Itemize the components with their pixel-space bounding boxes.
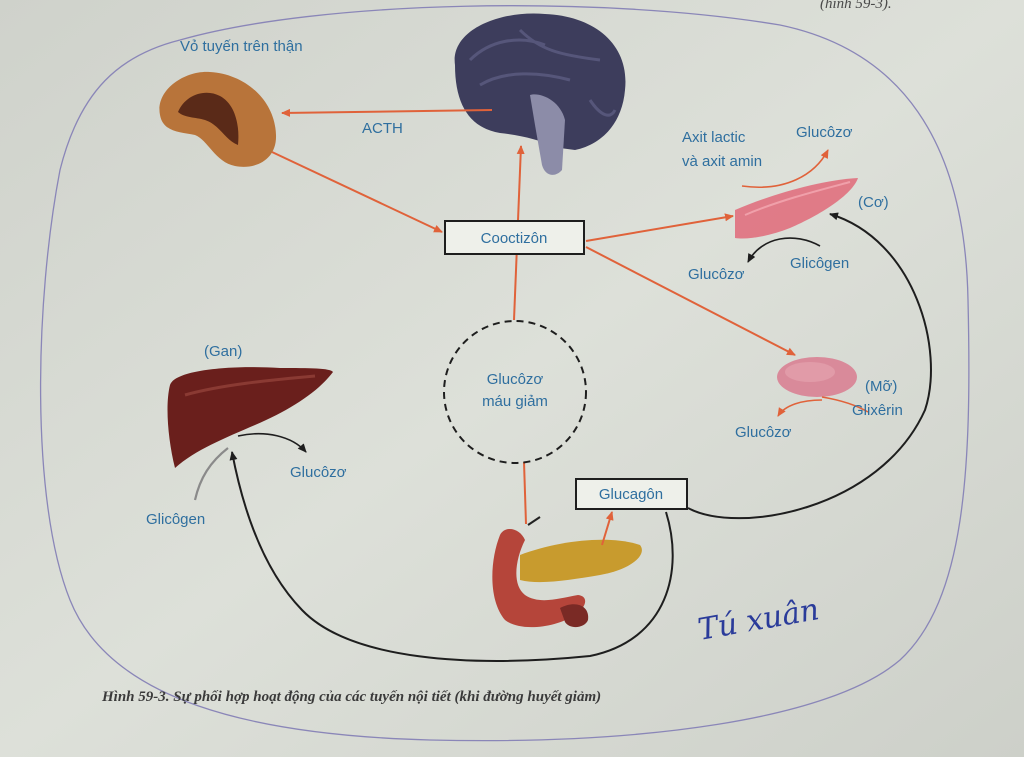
arrow-muscle-glucose-top <box>741 149 829 188</box>
lactic-amino-line-2: và axit amin <box>682 153 762 170</box>
brain-icon <box>454 13 626 175</box>
muscle-icon <box>735 178 858 239</box>
figure-caption: Hình 59-3. Sự phối hợp hoạt động của các… <box>101 689 601 705</box>
adrenal-gland-icon <box>159 71 277 167</box>
muscle-glucose-top-label: Glucôzơ <box>796 124 853 141</box>
fat-label: (Mỡ) <box>865 378 897 395</box>
muscle-label: (Cơ) <box>858 194 889 211</box>
arrow-glucagon-to-liver <box>229 451 674 662</box>
cortisol-label: Cooctizôn <box>481 230 548 247</box>
arrow-glucagon-to-muscle <box>687 212 932 520</box>
glucagon-label: Glucagôn <box>599 486 663 503</box>
arrow-pancreas-to-glucagon <box>601 511 614 546</box>
liver-label: (Gan) <box>204 343 242 360</box>
blood-glucose-low-line-1: Glucôzơ <box>487 371 544 388</box>
arrow-cortisol-to-fat <box>585 246 796 356</box>
arrow-fat-glixerin <box>821 396 869 413</box>
fat-glucose-label: Glucôzơ <box>735 424 792 441</box>
muscle-glycogen-label: Glicôgen <box>790 255 849 272</box>
arrow-muscle-glycogen-to-glucose <box>747 237 821 263</box>
cortisol-box <box>444 220 585 255</box>
arrow-fat-glucose <box>777 399 823 417</box>
glycerin-label: Glixêrin <box>852 402 903 419</box>
liver-glycogen-label: Glicôgen <box>146 511 205 528</box>
adrenal-cortex-label: Vỏ tuyến trên thận <box>180 38 303 55</box>
liver-icon <box>167 367 333 468</box>
fat-tissue-icon <box>777 357 857 397</box>
arrow-cortisol-to-muscle <box>585 213 734 242</box>
glucagon-box <box>575 478 688 510</box>
muscle-glucose-bottom-label: Glucôzơ <box>688 266 745 283</box>
blood-glucose-low-circle <box>443 320 587 464</box>
liver-glucose-label: Glucôzơ <box>290 464 347 481</box>
blood-glucose-low-line-2: máu giảm <box>482 393 548 410</box>
top-text-fragment: (hình 59-3). <box>820 0 892 12</box>
arrow-glucose-to-pancreas <box>523 461 527 525</box>
arrow-liver-glucose <box>237 432 307 453</box>
glycogen-line <box>193 447 229 501</box>
body-outline <box>39 5 970 742</box>
arrow-adrenal-to-cortisol <box>271 151 443 233</box>
arrow-acth <box>281 108 493 117</box>
pancreas-icon <box>492 516 642 628</box>
acth-label: ACTH <box>362 120 403 137</box>
lactic-amino-line-1: Axit lactic <box>682 129 746 146</box>
